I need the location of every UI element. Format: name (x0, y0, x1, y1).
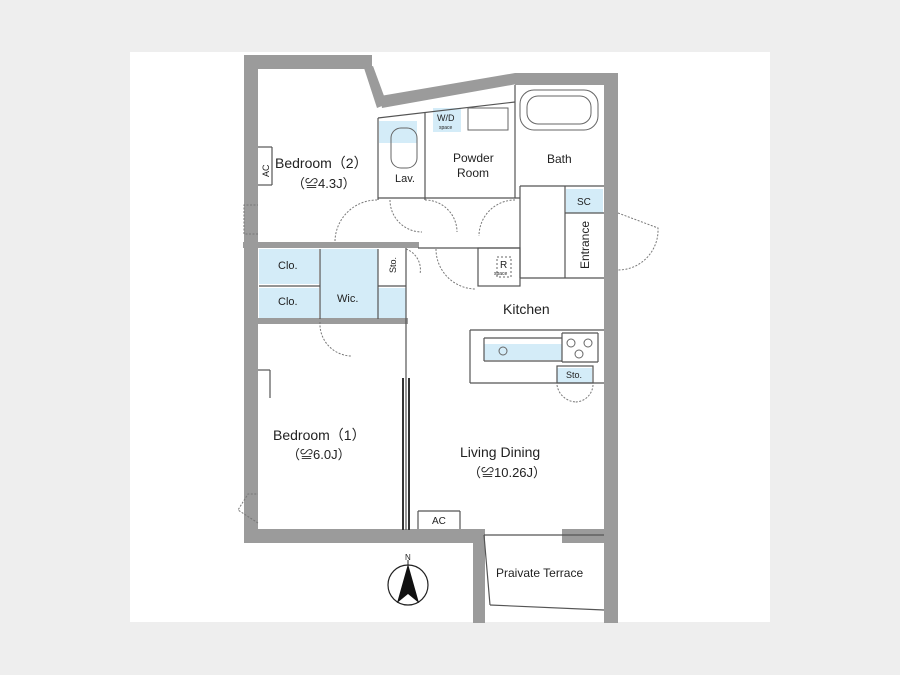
plan-paper (130, 52, 770, 622)
ac-living-label: AC (432, 516, 446, 527)
sc-label: SC (577, 197, 591, 208)
walls (243, 55, 618, 623)
bedroom2-area: （≌4.3J） (292, 176, 356, 191)
living-dining-name: Living Dining (460, 444, 540, 460)
bedroom2-name: Bedroom（2） (275, 155, 368, 171)
north-label: N (405, 553, 411, 562)
wd-label: W/D (437, 113, 455, 123)
interior-lines (258, 85, 605, 611)
sto-hall-label: Sto. (388, 257, 398, 273)
ac-bedroom2-label: AC (261, 164, 271, 177)
living-dining-area: （≌10.26J） (468, 465, 546, 480)
lav-label: Lav. (395, 173, 415, 185)
wic-label: Wic. (337, 293, 358, 305)
bedroom1-name: Bedroom（1） (273, 427, 366, 443)
clo-top-label: Clo. (278, 260, 298, 272)
powder-room-label: Powder (453, 151, 494, 165)
terrace-label: Praivate Terrace (496, 566, 583, 580)
sto-kitchen-label: Sto. (566, 370, 582, 380)
bath-label: Bath (547, 152, 572, 166)
clo-bottom-label: Clo. (278, 296, 298, 308)
doors (237, 199, 659, 524)
powder-room-label-2: Room (457, 166, 489, 180)
wd-sub-label: space (439, 125, 453, 131)
north-arrow-icon (387, 560, 429, 606)
r-sub-label: space (494, 271, 508, 277)
fixtures (390, 89, 599, 359)
entrance-label: Entrance (578, 221, 592, 269)
bedroom1-area: （≌6.0J） (287, 447, 351, 462)
r-label: R (500, 260, 507, 271)
labels: Bedroom（2） （≌4.3J） Bedroom（1） （≌6.0J） Li… (261, 113, 592, 580)
storage-areas (259, 108, 603, 383)
kitchen-label: Kitchen (503, 301, 550, 317)
